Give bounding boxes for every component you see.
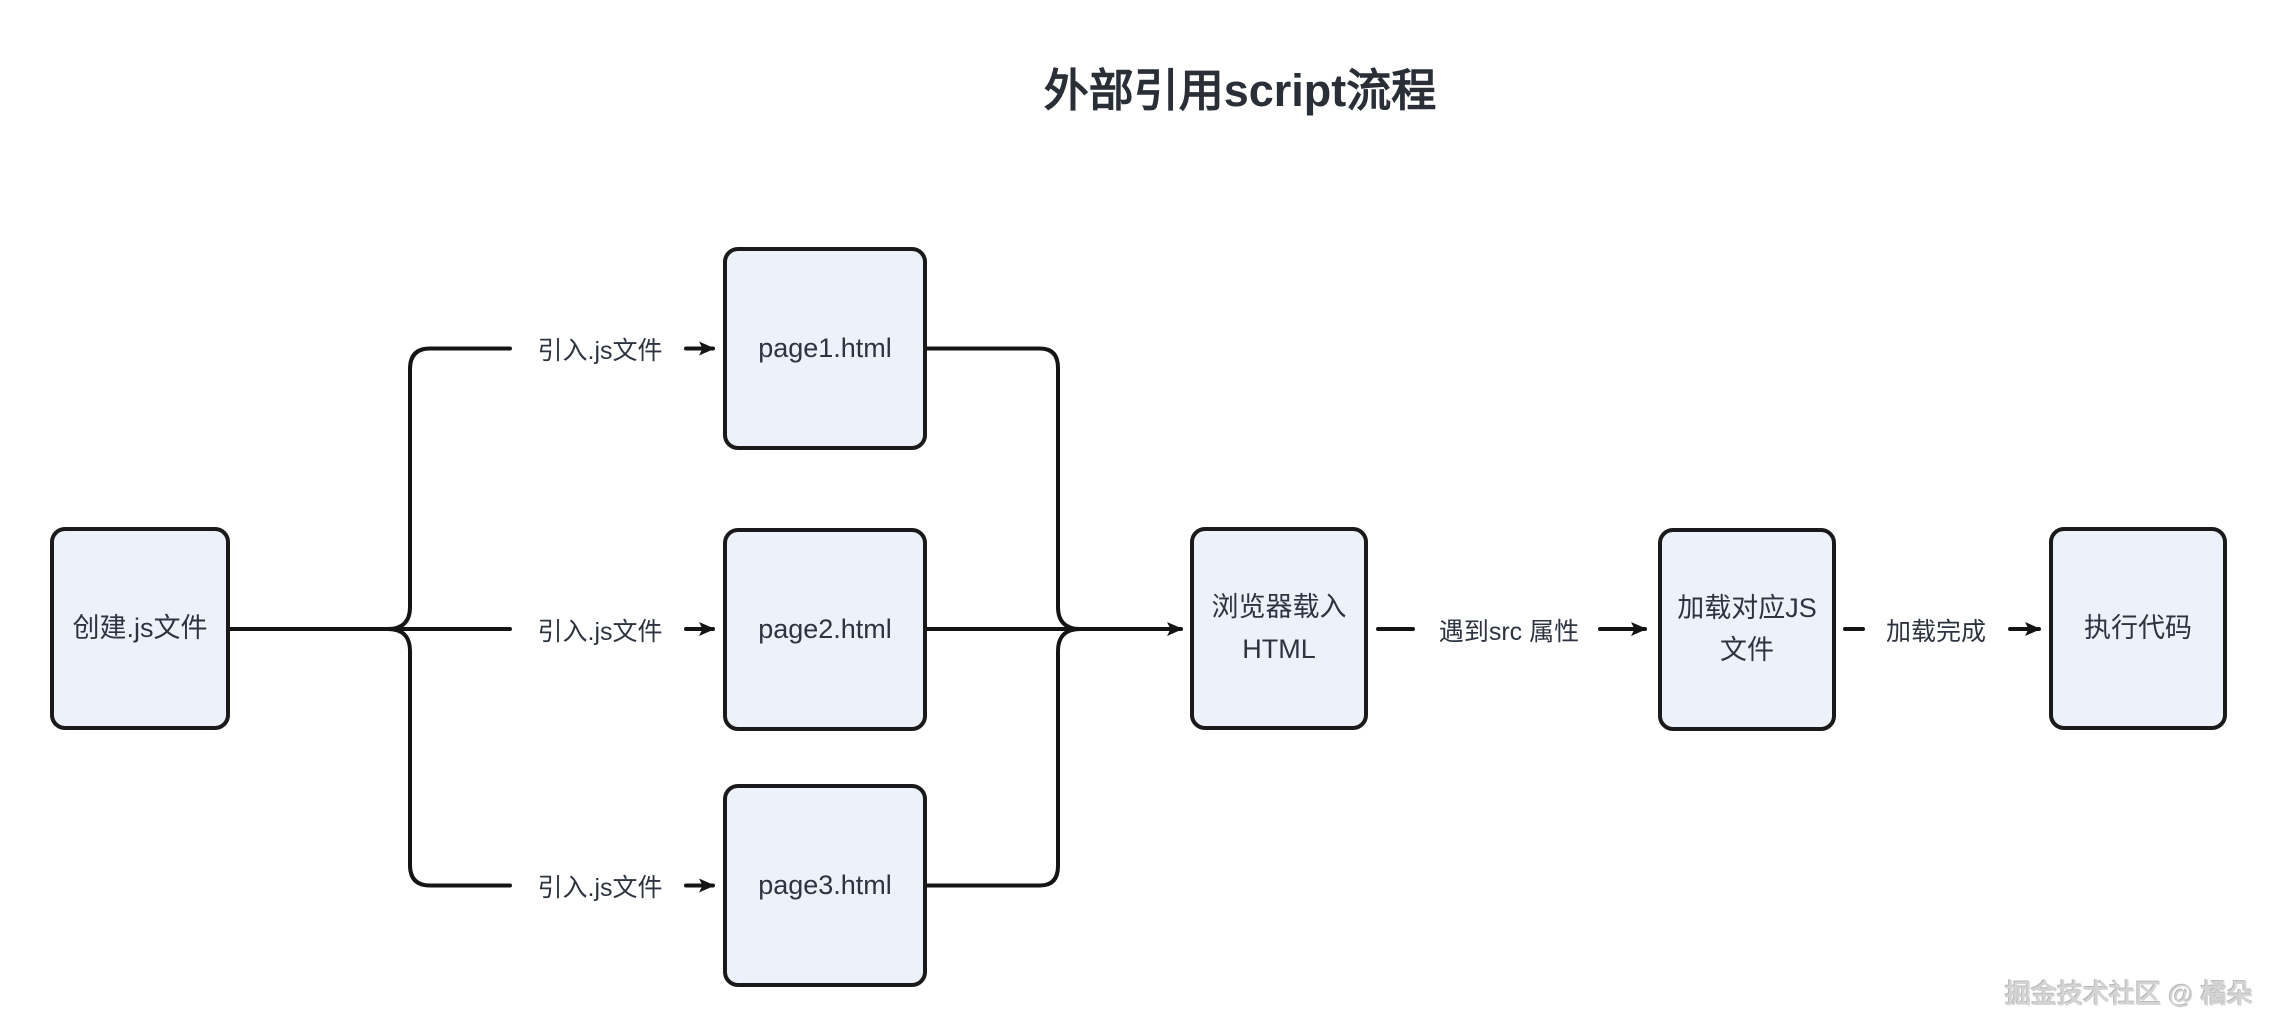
edge-label-load-complete: 加载完成 xyxy=(1881,612,1991,648)
node-page1-html: page1.html xyxy=(723,247,927,450)
edge-label-import-js-top: 引入.js文件 xyxy=(533,331,667,367)
diagram-title: 外部引用script流程 xyxy=(1043,65,1437,116)
edge-label-import-js-bottom: 引入.js文件 xyxy=(533,868,667,904)
edge-page3-merge xyxy=(925,627,1082,888)
node-page2-html-label: page2.html xyxy=(758,613,892,644)
node-page3-html: page3.html xyxy=(723,784,927,987)
edge-page1-merge xyxy=(925,346,1082,631)
edge-branch-bottom xyxy=(386,627,512,888)
edge-branch-top xyxy=(386,346,512,631)
node-execute-code-label: 执行代码 xyxy=(2084,612,2192,643)
watermark: 掘金技术社区 @ 橘朵 xyxy=(2005,979,2253,1009)
node-create-js-file-label: 创建.js文件 xyxy=(72,612,208,643)
node-browser-load-html-line1: 浏览器载入 xyxy=(1211,591,1347,622)
node-page2-html: page2.html xyxy=(723,528,927,731)
node-load-matching-js-file: 加载对应JS 文件 xyxy=(1658,528,1836,731)
node-browser-load-html: 浏览器载入 HTML xyxy=(1190,527,1368,730)
node-page3-html-label: page3.html xyxy=(758,869,892,900)
edge-label-import-js-middle: 引入.js文件 xyxy=(533,612,667,648)
node-browser-load-html-line2: HTML xyxy=(1242,633,1316,664)
node-load-matching-js-file-line1: 加载对应JS xyxy=(1677,592,1817,623)
node-load-matching-js-file-line2: 文件 xyxy=(1720,634,1774,665)
node-create-js-file: 创建.js文件 xyxy=(50,527,230,730)
node-page1-html-label: page1.html xyxy=(758,332,892,363)
edge-label-encounter-src: 遇到src 属性 xyxy=(1434,612,1584,648)
node-execute-code: 执行代码 xyxy=(2049,527,2227,730)
